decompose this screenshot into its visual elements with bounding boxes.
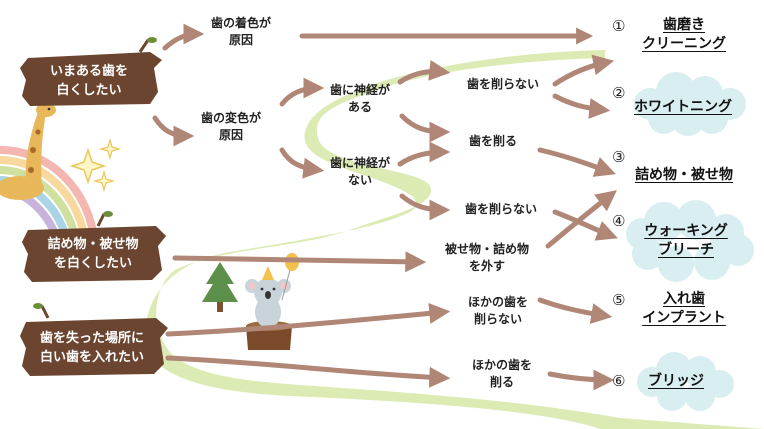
arrow-remove-result3 [545,190,617,249]
result-cloud-4 [626,200,754,282]
sign-line: 白い歯を入れたい [39,350,144,365]
result-line: ブリーチ [658,242,714,258]
node-cut: 歯を削る [448,133,538,150]
node-stain-cause: 歯の着色が 原因 [196,15,286,49]
arrow-cutother-result6 [547,369,615,391]
node-line: ほかの歯を [467,295,528,309]
arrow-sign1-stain [162,23,205,51]
node-line: 被せ物・詰め物 [444,242,529,256]
node-cut-other: ほかの歯を 削る [452,357,552,391]
sign-line: を白くしたい [53,256,132,271]
node-nerve-no: 歯に神経が ない [320,155,400,189]
node-line: 歯の着色が [210,16,271,30]
result-cloud-2 [634,72,746,136]
sparkle-icon [69,147,107,185]
arrow-sign2-remove [172,251,427,273]
wood-sign-1 [20,37,162,106]
node-line: 歯の変色が [200,111,261,125]
sparkle-icon [98,137,122,161]
result-line: ホワイトニング [634,99,732,115]
node-nerve-yes: 歯に神経が ある [320,82,400,116]
tree-icon [202,262,238,312]
node-line: ほかの歯を [471,358,532,372]
node-remove-crown: 被せ物・詰め物 を外す [426,241,548,275]
arrow-sign3-cutother [165,355,451,388]
node-line: 歯に神経が [329,83,390,97]
arrow-nerve-yes-cut [399,113,451,143]
node-line: 削らない [473,312,522,326]
sign-line: 白くしたい [56,83,122,98]
wood-sign-2 [22,211,166,282]
result-line: 入れ歯 [663,291,705,307]
result-number-1: ① [612,17,626,35]
result-line: 歯磨き [663,17,705,33]
result-number-4: ④ [612,212,626,230]
arrow-nerve-no-nocut [399,193,451,221]
wood-sign-3 [20,303,168,376]
arrow-nerve-yes-nocut [397,59,451,85]
sign-line: 歯を失った場所に [39,331,144,346]
result-cloud-6 [637,352,734,411]
sign-line: いまある歯を [49,64,128,79]
arrow-discolor-nerve-yes [279,77,325,107]
node-no-cut-2: 歯を削らない [446,201,556,218]
result-cleaning: 歯磨き クリーニング [622,16,746,54]
arrow-nerve-no-cut [397,141,451,167]
arrow-cut-result3 [537,147,616,177]
result-number-5: ⑤ [612,291,626,309]
node-line: ある [347,100,372,114]
arrow-discolor-nerve-no [279,147,325,179]
arrow-sign3-nocutother [165,302,451,337]
result-line: インプラント [642,310,726,326]
result-denture-implant: 入れ歯 インプラント [622,290,746,328]
sign-replace-missing-tooth: 歯を失った場所に 白い歯を入れたい [22,329,162,367]
koala-icon [245,266,291,328]
arrow-sign1-discolor [152,115,195,147]
arrow-nocutother-result5 [537,297,613,324]
result-fillings: 詰め物・被せ物 [614,166,754,185]
result-number-3: ③ [612,148,626,166]
result-walking-bleach: ウォーキング ブリーチ [624,222,748,260]
sign-whiten-current-teeth: いまある歯を 白くしたい [24,62,154,100]
arrow-nocut2-result4 [552,209,618,241]
node-line: 歯を削らない [466,77,539,91]
node-no-cut-1: 歯を削らない [448,76,558,93]
node-line: ない [347,173,372,187]
node-discolor-cause: 歯の変色が 原因 [186,110,276,144]
result-number-6: ⑥ [612,372,626,390]
flow-arrows [152,23,618,391]
result-line: ブリッジ [648,373,704,389]
node-line: 原因 [218,128,243,142]
result-number-2: ② [612,84,626,102]
node-line: 歯を削らない [464,202,537,216]
result-line: ウォーキング [644,223,728,239]
node-line: 原因 [228,33,253,47]
arrow-nocut1-result2 [552,93,611,119]
node-line: を外す [468,259,505,273]
sign-line: 詰め物・被せ物 [47,237,139,252]
result-whitening: ホワイトニング [616,98,750,117]
result-line: 詰め物・被せ物 [635,167,733,183]
node-line: 削る [489,375,514,389]
giraffe-icon [0,95,56,200]
node-line: 歯に神経が [329,156,390,170]
node-line: 歯を削る [468,134,517,148]
result-line: クリーニング [642,36,726,52]
result-bridge: ブリッジ [636,372,716,391]
sparkle-icon [92,169,116,193]
sign-whiten-fillings: 詰め物・被せ物 を白くしたい [26,235,160,273]
arrow-nocut1-result1 [552,54,615,87]
node-no-cut-other: ほかの歯を 削らない [448,294,548,328]
